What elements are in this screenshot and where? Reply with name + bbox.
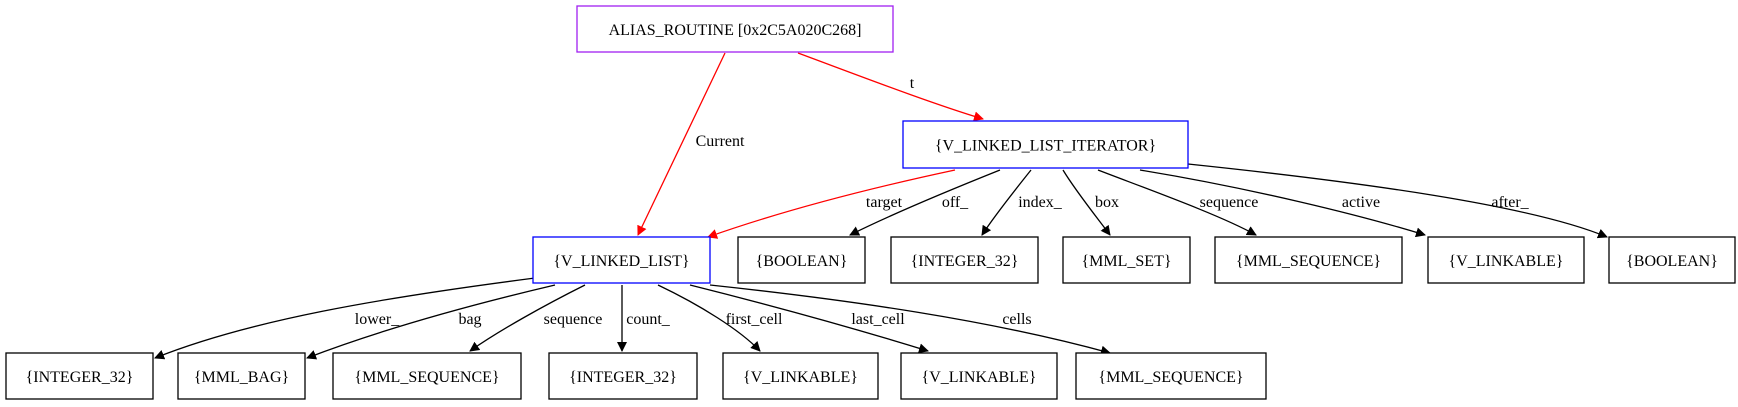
- node-box: [5, 352, 154, 400]
- index-integer-node[interactable]: {INTEGER_32}: [890, 236, 1039, 284]
- edge-label: cells: [1002, 311, 1031, 328]
- edge-lower-9: lower_: [154, 277, 536, 360]
- node-box: [548, 352, 698, 400]
- node-box: [1214, 236, 1403, 284]
- edge-label: count_: [626, 311, 671, 328]
- edge-last-cell-14: last_cell: [689, 284, 929, 354]
- edge-line: [1062, 169, 1111, 236]
- edge-label: active: [1342, 194, 1380, 211]
- node-label: {V_LINKABLE}: [743, 369, 858, 386]
- edge-index-4: index_: [981, 169, 1063, 236]
- edge-label: first_cell: [726, 311, 783, 328]
- node-label: {BOOLEAN}: [1626, 253, 1718, 270]
- node-box: [1075, 352, 1267, 400]
- node-label: {V_LINKED_LIST_ITERATOR}: [935, 138, 1156, 155]
- edge-line: [709, 284, 1111, 356]
- node-box: [737, 236, 866, 284]
- edge-Current-0: Current: [637, 52, 745, 236]
- cells-sequence-node[interactable]: {MML_SEQUENCE}: [1075, 352, 1267, 400]
- last-cell-linkable-node[interactable]: {V_LINKABLE}: [900, 352, 1058, 400]
- active-linkable-node[interactable]: {V_LINKABLE}: [1427, 236, 1585, 284]
- edge-line: [306, 284, 556, 360]
- node-box: [177, 352, 306, 400]
- edge-label: box: [1095, 194, 1119, 211]
- edge-line: [469, 284, 586, 352]
- node-label: ALIAS_ROUTINE [0x2C5A020C268]: [609, 22, 862, 39]
- node-box: [900, 352, 1058, 400]
- edge-line: [1097, 169, 1257, 236]
- edge-label: index_: [1018, 194, 1063, 211]
- edge-target-2: target: [707, 169, 956, 239]
- linked-list-node[interactable]: {V_LINKED_LIST}: [532, 236, 711, 284]
- node-label: {V_LINKABLE}: [1449, 253, 1564, 270]
- edge-line: [657, 284, 761, 352]
- edge-line: [797, 52, 984, 122]
- edge-label: lower_: [355, 311, 400, 328]
- edge-off-3: off_: [849, 169, 1001, 236]
- node-label: {BOOLEAN}: [756, 253, 848, 270]
- node-label: {INTEGER_32}: [911, 253, 1019, 270]
- edge-label: sequence: [544, 311, 603, 328]
- node-label: {MML_BAG}: [194, 369, 289, 386]
- edge-label: bag: [458, 311, 481, 328]
- off-boolean-node[interactable]: {BOOLEAN}: [737, 236, 866, 284]
- count-integer-node[interactable]: {INTEGER_32}: [548, 352, 698, 400]
- iterator-sequence-node[interactable]: {MML_SEQUENCE}: [1214, 236, 1403, 284]
- edge-line: [849, 169, 1001, 236]
- edge-bag-10: bag: [306, 284, 556, 360]
- bag-mml-bag-node[interactable]: {MML_BAG}: [177, 352, 306, 400]
- node-label: {INTEGER_32}: [26, 369, 134, 386]
- edge-line: [707, 169, 956, 239]
- edge-t-1: t: [797, 52, 984, 122]
- edge-label: last_cell: [851, 311, 905, 328]
- node-label: {V_LINKED_LIST}: [553, 253, 689, 270]
- edge-first-cell-13: first_cell: [657, 284, 783, 352]
- edges-layer: Current t target off_ index_ box sequence activ…: [154, 52, 1608, 360]
- list-sequence-node[interactable]: {MML_SEQUENCE}: [332, 352, 522, 400]
- linked-list-iterator-node[interactable]: {V_LINKED_LIST_ITERATOR}: [902, 120, 1189, 169]
- node-label: {MML_SEQUENCE}: [354, 369, 499, 386]
- node-box: [722, 352, 879, 400]
- box-mml-set-node[interactable]: {MML_SET}: [1062, 236, 1191, 284]
- edge-label: after_: [1491, 194, 1529, 211]
- node-box: [1062, 236, 1191, 284]
- edge-after-8: after_: [1187, 163, 1608, 239]
- node-label: {MML_SEQUENCE}: [1098, 369, 1243, 386]
- edge-line: [1187, 163, 1608, 239]
- edge-line: [981, 169, 1032, 236]
- alias-routine-node[interactable]: ALIAS_ROUTINE [0x2C5A020C268]: [576, 5, 894, 53]
- edge-line: [689, 284, 929, 354]
- edge-label: t: [910, 75, 915, 92]
- edge-label: target: [866, 194, 903, 211]
- edge-cells-15: cells: [709, 284, 1111, 356]
- edge-sequence-11: sequence: [469, 284, 603, 352]
- edge-count-12: count_: [617, 285, 671, 352]
- edge-sequence-6: sequence: [1097, 169, 1259, 236]
- lower-integer-node[interactable]: {INTEGER_32}: [5, 352, 154, 400]
- nodes-layer: ALIAS_ROUTINE [0x2C5A020C268] {V_LINKED_L…: [5, 5, 1736, 400]
- node-label: {MML_SEQUENCE}: [1236, 253, 1381, 270]
- node-box: [1427, 236, 1585, 284]
- node-box: [1608, 236, 1736, 284]
- edge-line: [1139, 169, 1426, 238]
- edge-label: Current: [696, 133, 745, 150]
- node-box: [576, 5, 894, 53]
- edge-active-7: active: [1139, 169, 1426, 238]
- node-box: [902, 120, 1189, 169]
- first-cell-linkable-node[interactable]: {V_LINKABLE}: [722, 352, 879, 400]
- edge-line: [154, 277, 536, 360]
- node-label: {MML_SET}: [1081, 253, 1171, 270]
- node-label: {V_LINKABLE}: [922, 369, 1037, 386]
- edge-box-5: box: [1062, 169, 1119, 236]
- node-box: [890, 236, 1039, 284]
- after-boolean-node[interactable]: {BOOLEAN}: [1608, 236, 1736, 284]
- edge-label: sequence: [1200, 194, 1259, 211]
- edge-line: [637, 52, 726, 236]
- node-label: {INTEGER_32}: [569, 369, 677, 386]
- node-box: [332, 352, 522, 400]
- node-box: [532, 236, 711, 284]
- edge-label: off_: [942, 194, 969, 211]
